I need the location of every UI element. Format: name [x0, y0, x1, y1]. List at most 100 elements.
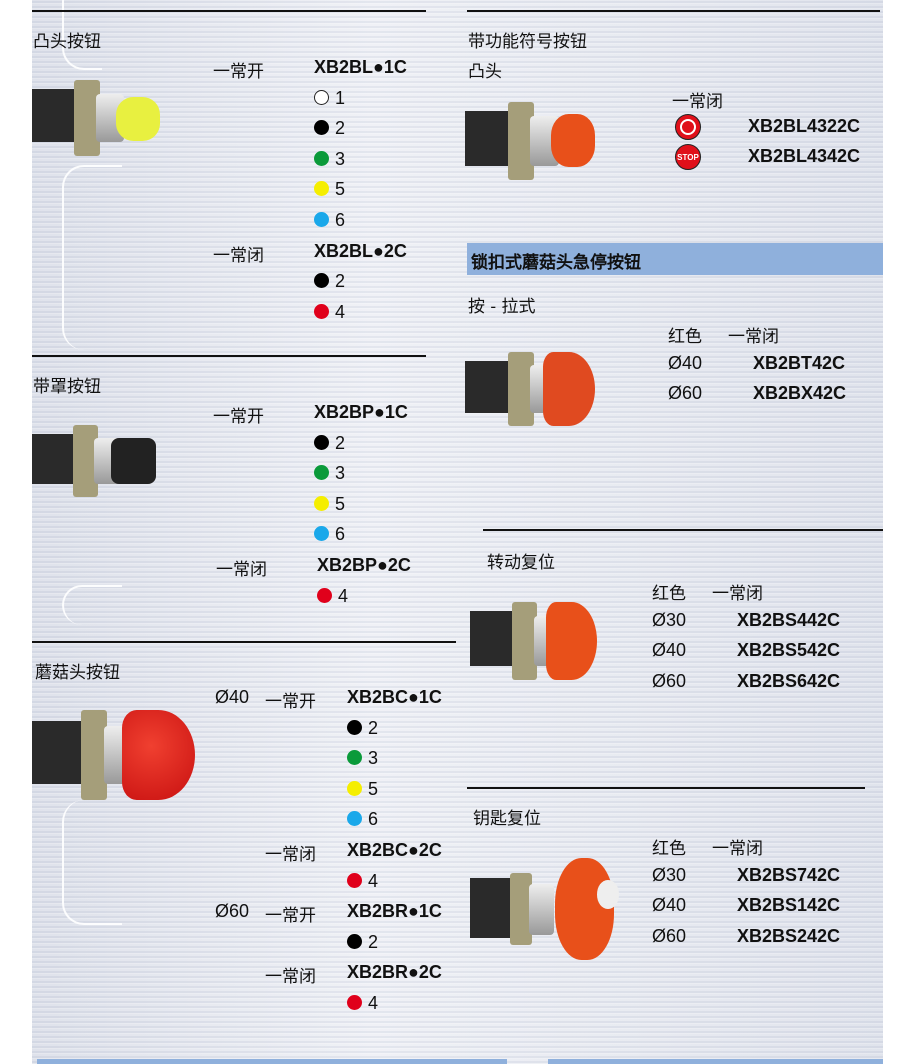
diameter-label: Ø30	[652, 864, 687, 885]
color-option: 4	[347, 871, 378, 892]
product-code: XB2BR●1C	[347, 901, 442, 922]
color-option: 4	[317, 586, 348, 607]
contact-label: 一常闭	[265, 967, 316, 988]
product-code: XB2BP●2C	[317, 554, 411, 575]
color-dot-icon	[314, 434, 329, 450]
color-dot-icon	[347, 994, 362, 1010]
contact-label: 一常开	[265, 906, 316, 927]
product-code: XB2BP●1C	[314, 402, 408, 422]
color-number: 4	[338, 585, 349, 606]
contact-label: 一常闭	[213, 245, 264, 266]
section-divider	[32, 10, 426, 12]
product-image-shrouded-button	[32, 425, 156, 497]
product-code: XB2BS542C	[737, 640, 841, 661]
product-image-turn-release-estop	[470, 602, 597, 680]
contact-label: 一常开	[265, 692, 316, 712]
section-divider	[467, 787, 865, 789]
contact-label: 一常开	[213, 407, 264, 427]
color-number: 2	[335, 118, 346, 139]
product-code: XB2BL●2C	[314, 240, 407, 261]
color-option: 3	[347, 748, 378, 769]
contact-label: 一常闭	[712, 584, 763, 604]
section-subtitle: 凸头	[468, 62, 502, 82]
color-dot-icon	[314, 303, 329, 319]
color-option: 6	[347, 809, 378, 830]
color-number: 4	[335, 301, 346, 322]
color-option: 5	[314, 179, 345, 200]
color-dot-icon	[314, 120, 329, 136]
color-option: 2	[314, 271, 345, 292]
product-code: XB2BS142C	[737, 895, 841, 916]
catalog-page	[32, 0, 883, 1064]
color-dot-icon	[347, 872, 362, 888]
color-option: 2	[314, 433, 345, 454]
color-option: 2	[314, 118, 345, 139]
contact-label: 一常闭	[265, 844, 316, 865]
color-number: 2	[368, 931, 379, 952]
section-title: 按 - 拉式	[468, 297, 536, 317]
color-label: 红色	[652, 839, 686, 859]
color-dot-icon	[314, 273, 329, 289]
color-option: 4	[347, 993, 378, 1014]
product-code: XB2BS742C	[737, 864, 841, 885]
color-option: 3	[314, 149, 345, 170]
color-option: 4	[314, 302, 345, 323]
color-option: 2	[347, 718, 378, 739]
product-code: XB2BL4342C	[748, 146, 861, 166]
diameter-label: Ø40	[652, 640, 687, 661]
color-dot-icon	[314, 495, 329, 511]
diameter-label: Ø60	[652, 670, 687, 691]
product-image-flush-button	[32, 80, 160, 156]
color-dot-icon	[314, 526, 329, 542]
product-image-symbol-button	[465, 102, 595, 180]
color-number: 6	[335, 524, 346, 545]
product-code: XB2BL●1C	[314, 57, 407, 77]
color-dot-icon	[347, 933, 362, 949]
contact-label: 一常闭	[728, 327, 779, 347]
diameter-label: Ø40	[668, 352, 703, 373]
contact-label: 一常开	[213, 62, 264, 82]
diameter-label: Ø40	[652, 895, 687, 916]
color-dot-icon	[347, 780, 362, 796]
color-number: 1	[335, 87, 346, 108]
section-title: 带罩按钮	[33, 377, 101, 397]
section-divider	[467, 10, 880, 12]
decorative-curve	[62, 800, 122, 925]
section-title: 凸头按钮	[33, 32, 101, 52]
power-off-symbol-icon	[675, 114, 701, 140]
color-option: 1	[314, 88, 345, 109]
color-label: 红色	[668, 327, 702, 347]
color-dot-icon	[347, 811, 362, 827]
color-number: 4	[368, 992, 379, 1013]
color-number: 2	[335, 271, 346, 292]
section-divider	[32, 641, 456, 643]
product-image-push-pull-estop	[465, 352, 595, 426]
section-title: 钥匙复位	[473, 809, 541, 829]
color-number: 6	[335, 209, 346, 230]
contact-label: 一常闭	[216, 559, 267, 580]
diameter-label: Ø60	[215, 901, 250, 922]
contact-label: 一常闭	[712, 839, 763, 859]
section-divider	[32, 355, 426, 357]
section-title: 转动复位	[487, 553, 555, 573]
diameter-label: Ø40	[215, 687, 250, 707]
footer-bar	[548, 1059, 883, 1064]
color-dot-icon	[347, 719, 362, 735]
product-image-mushroom-button	[32, 710, 195, 800]
color-dot-icon	[314, 181, 329, 197]
diameter-label: Ø60	[652, 925, 687, 946]
color-dot-icon	[314, 465, 329, 481]
footer-bar	[37, 1059, 507, 1064]
product-code: XB2BC●2C	[347, 839, 442, 860]
diameter-label: Ø30	[652, 609, 687, 630]
color-number: 2	[335, 432, 346, 453]
color-dot-icon	[314, 89, 329, 105]
color-option: 5	[314, 494, 345, 515]
section-header-band: 锁扣式蘑菇头急停按钮	[467, 243, 883, 275]
diameter-label: Ø60	[668, 383, 703, 404]
decorative-curve	[62, 165, 122, 350]
color-dot-icon	[347, 750, 362, 766]
color-option: 5	[347, 779, 378, 800]
color-number: 5	[335, 179, 346, 200]
color-number: 5	[335, 493, 346, 514]
